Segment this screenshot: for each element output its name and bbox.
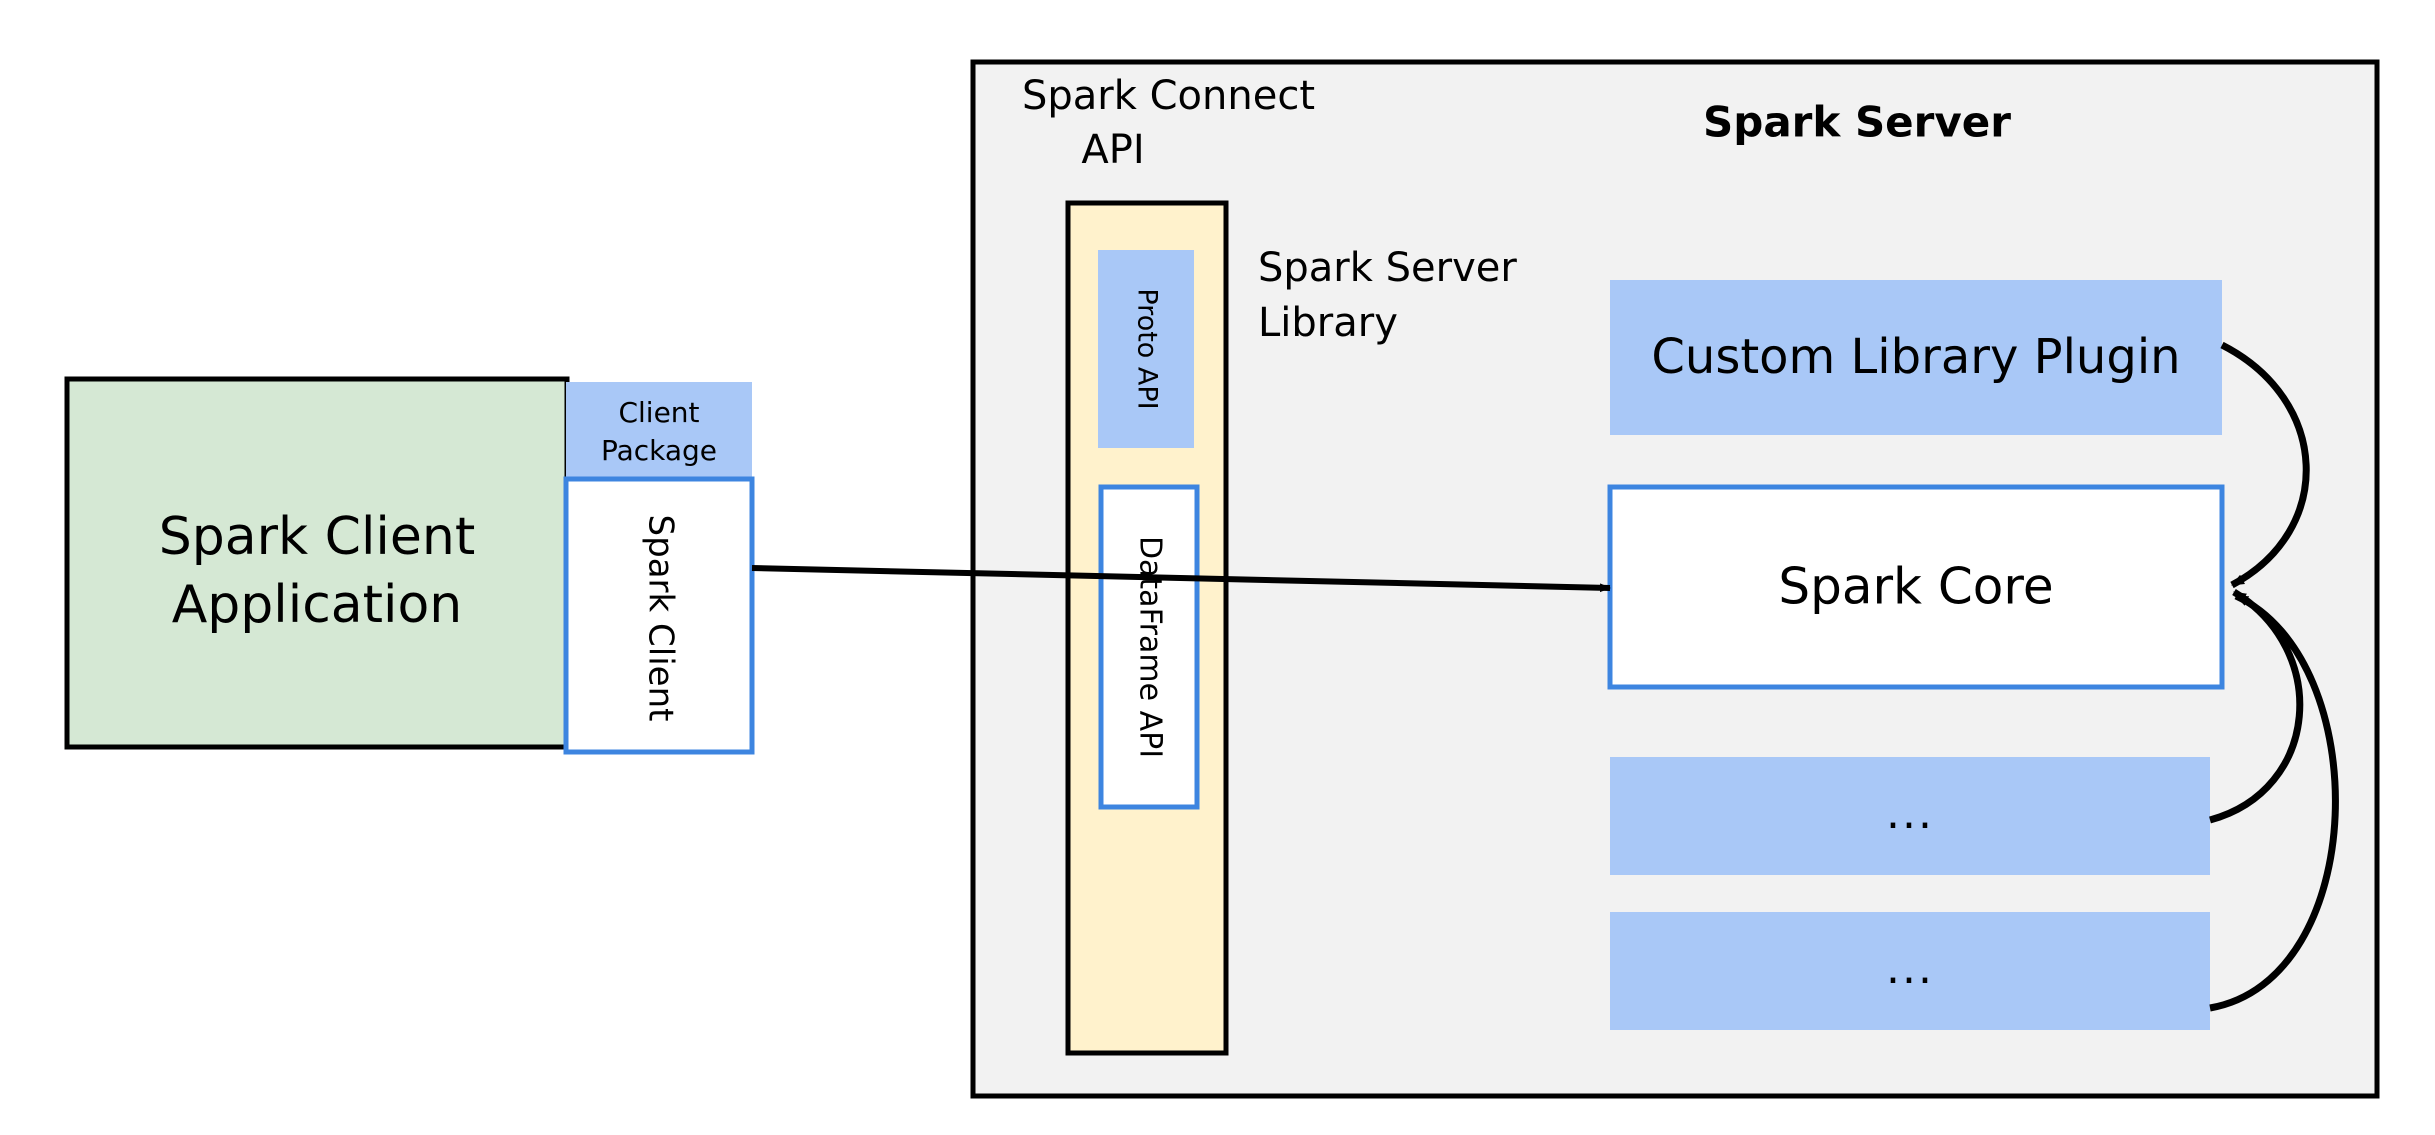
custom-library-plugin-box xyxy=(1610,280,2222,435)
proto-api-box xyxy=(1098,250,1194,448)
ellipsis-box-1-label: ... xyxy=(1886,788,1934,839)
spark-client-application-label-line1: Spark Client xyxy=(159,507,475,567)
client-to-core-arrow xyxy=(751,565,1611,593)
spark-connect-api-label-line1: Spark Connect xyxy=(1022,73,1315,119)
plugin-to-core-curve xyxy=(2220,341,2310,589)
spark-core-box xyxy=(1607,484,2225,690)
proto-api-label: Proto API xyxy=(1132,288,1163,409)
spark-connect-api-label-line2: API xyxy=(1081,127,1144,173)
ellipsis-box-2-label: ... xyxy=(1886,943,1934,994)
dataframe-api-box xyxy=(1098,484,1200,810)
spark-core-label: Spark Core xyxy=(1778,558,2053,616)
spark-client-box xyxy=(563,476,755,755)
ellipsis-box-2 xyxy=(1610,912,2210,1030)
client-package-label-line1: Client xyxy=(618,396,699,429)
spark-server-heading: Spark Server xyxy=(1703,98,2011,147)
spark-client-application-label-line2: Application xyxy=(172,575,463,635)
ellipsis-box-1 xyxy=(1610,757,2210,875)
ellipsis2-to-core-curve xyxy=(2209,592,2339,1012)
client-package-label-line2: Package xyxy=(601,434,717,467)
spark-client-label: Spark Client xyxy=(641,515,681,722)
client-package-box xyxy=(566,382,752,479)
dataframe-api-label: DataFrame API xyxy=(1133,536,1168,758)
spark-client-application-box xyxy=(64,376,570,750)
spark-server-library-label-line2: Library xyxy=(1258,300,1398,346)
spark-server-library-label-line1: Spark Server xyxy=(1258,245,1517,291)
custom-library-plugin-label: Custom Library Plugin xyxy=(1651,329,2180,385)
